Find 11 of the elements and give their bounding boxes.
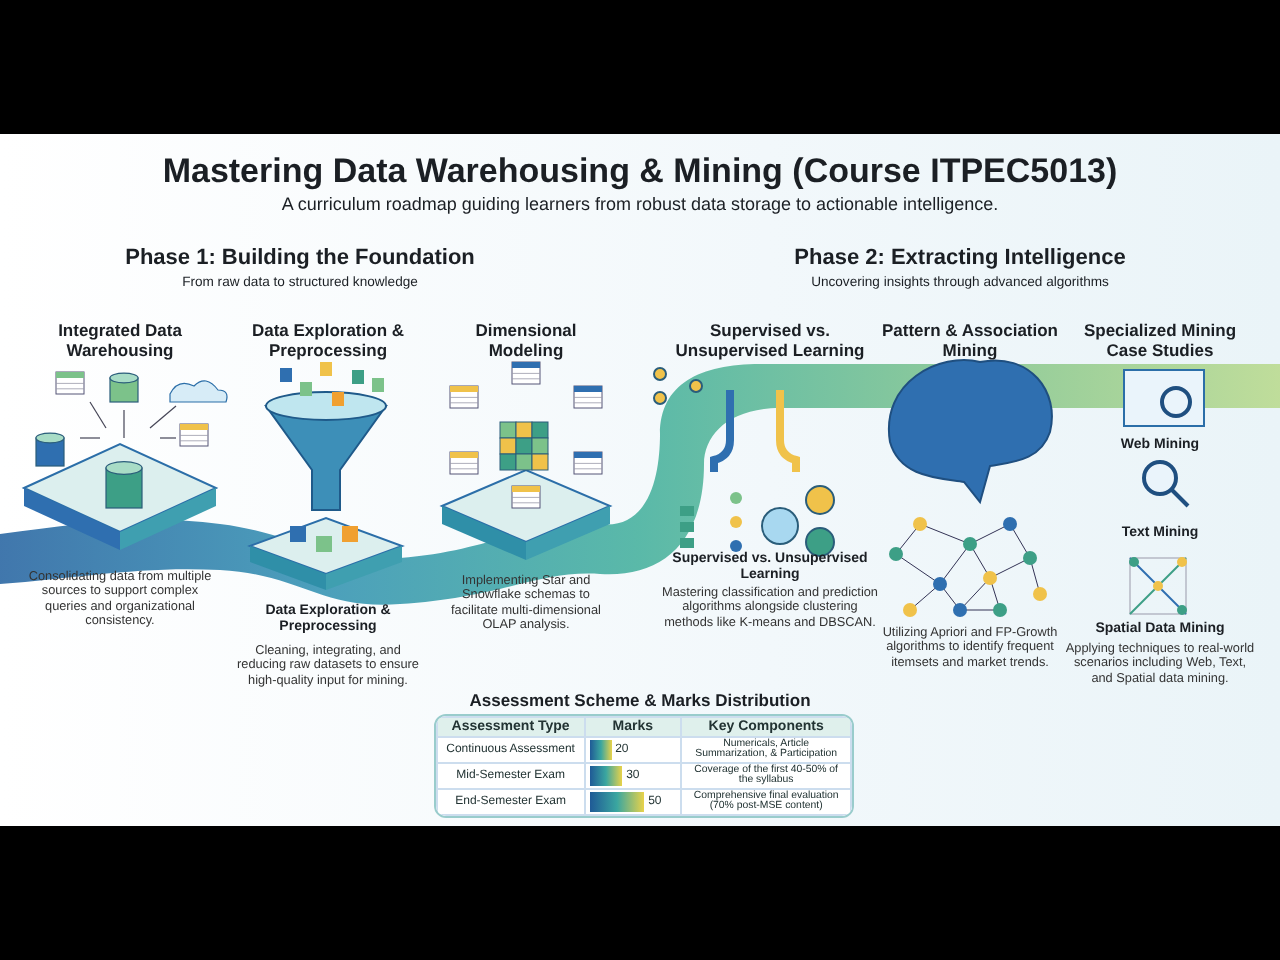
title: Mastering Data Warehousing & Mining (Course ITPEC5013) (160, 152, 1120, 192)
stage-heading: Specialized Mining Case Studies (1081, 322, 1239, 362)
stage-heading: Data Exploration & Preprocessing (249, 322, 407, 362)
stage-heading: Dimensional Modeling (473, 322, 579, 362)
stage-heading: Integrated Data Warehousing (56, 322, 184, 362)
table-title: Assessment Scheme & Marks Distribution (467, 692, 813, 712)
section-heading: Phase 1: Building the Foundation (123, 246, 477, 272)
stage-heading: Supervised vs. Unsupervised Learning (673, 322, 867, 362)
stage-heading: Pattern & Association Mining (879, 322, 1060, 362)
section-heading: Phase 2: Extracting Intelligence (792, 246, 1128, 272)
subtitle: A curriculum roadmap guiding learners from robust data storage to actionable intelligence. (279, 194, 1001, 215)
